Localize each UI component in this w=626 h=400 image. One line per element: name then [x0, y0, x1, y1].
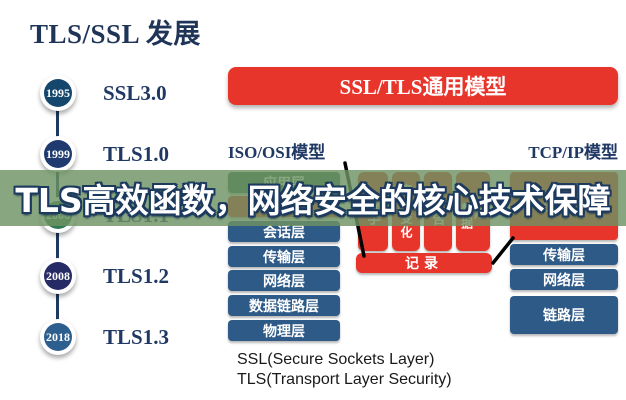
timeline-node-2008: 2008 [40, 258, 76, 294]
tcp-layer-network: 网络层 [510, 269, 618, 290]
timeline-node-1995: 1995 [40, 75, 76, 111]
tcp-layer-transport: 传输层 [510, 244, 618, 265]
ssl-tls-general-model-banner: SSL/TLS通用模型 [228, 67, 618, 105]
timeline-version-label: TLS1.2 [103, 264, 169, 288]
iso-osi-model-title: ISO/OSI模型 [228, 143, 326, 162]
timeline-version-label: SSL3.0 [103, 81, 167, 105]
caption-ssl-line: SSL(Secure Sockets Layer) [237, 351, 435, 368]
iso-layer-transport: 传输层 [228, 246, 340, 267]
timeline-version-label: TLS1.0 [103, 142, 169, 166]
iso-layer-datalink: 数据链路层 [228, 295, 340, 316]
timeline-node-1999: 1999 [40, 136, 76, 172]
headline-text: TLS高效函数，网络安全的核心技术保障 [15, 181, 611, 220]
tcp-layer-link: 链路层 [510, 296, 618, 334]
acronym-caption: SSL(Secure Sockets Layer) TLS(Transport … [237, 350, 452, 390]
timeline-node-2018: 2018 [40, 319, 76, 355]
timeline-year: 1999 [44, 140, 72, 168]
timeline-version-label: TLS1.3 [103, 325, 169, 349]
protocol-record-bar: 记录 [356, 253, 492, 273]
headline-overlay-band: TLS高效函数，网络安全的核心技术保障 [0, 170, 626, 226]
timeline-year: 2018 [44, 323, 72, 351]
iso-layer-physical: 物理层 [228, 320, 340, 341]
timeline-year: 1995 [44, 79, 72, 107]
iso-layer-network: 网络层 [228, 270, 340, 291]
page-title: TLS/SSL 发展 [30, 19, 201, 49]
timeline-year: 2008 [44, 262, 72, 290]
iso-layer-session: 会话层 [228, 221, 340, 242]
tcp-ip-model-title: TCP/IP模型 [528, 143, 618, 162]
caption-tls-line: TLS(Transport Layer Security) [237, 371, 452, 388]
